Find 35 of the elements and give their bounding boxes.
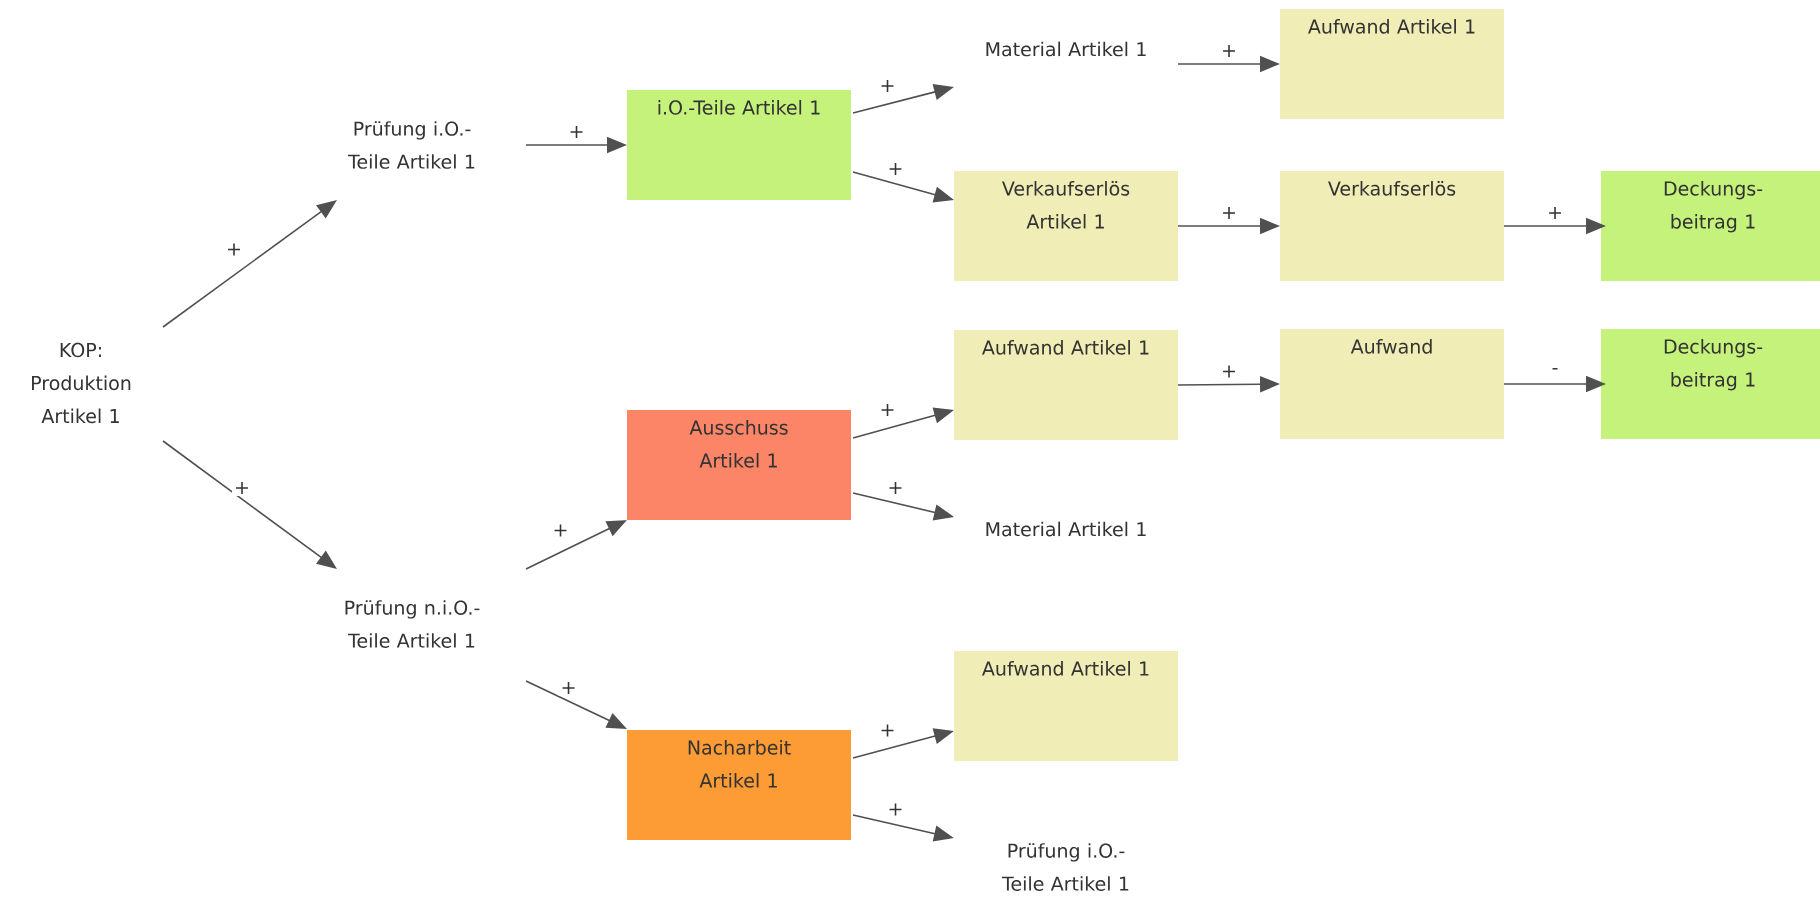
edge-label: + [566, 124, 587, 140]
arrow [162, 200, 337, 328]
process-box: i.O.-Teile Artikel 1 [627, 90, 851, 200]
process-box: Verkaufserlös [1280, 171, 1504, 281]
edge-label: + [877, 722, 898, 739]
process-box: Nacharbeit Artikel 1 [627, 730, 851, 840]
node-label: Prüfung i.O.-Teile Artikel 1 [348, 121, 475, 169]
edge-label: + [877, 78, 898, 94]
process-box: Deckungs- beitrag 1 [1601, 171, 1820, 281]
process-box: Ausschuss Artikel 1 [627, 410, 851, 520]
process-box: Aufwand Artikel 1 [1280, 9, 1504, 119]
edge-label: + [224, 241, 244, 258]
node-label: Prüfung i.O.-Teile Artikel 1 [1002, 843, 1129, 891]
edge-label: + [1545, 205, 1565, 221]
edge-label: + [232, 480, 252, 496]
edge-label: + [877, 402, 898, 418]
process-box: Verkaufserlös Artikel 1 [954, 171, 1178, 281]
arrow [162, 440, 337, 569]
process-box: Aufwand Artikel 1 [954, 651, 1178, 761]
process-box: Aufwand [1280, 329, 1504, 439]
edge-label: + [1219, 43, 1239, 59]
node-label: Material Artikel 1 [986, 41, 1146, 57]
process-box: Deckungs- beitrag 1 [1601, 329, 1820, 439]
edge-label: + [885, 161, 906, 177]
node-label: Prüfung n.i.O.-Teile Artikel 1 [345, 600, 480, 648]
edge-label: + [885, 480, 906, 496]
edge-label: + [1219, 205, 1239, 221]
edge-label: + [558, 680, 579, 696]
node-label: KOP: Produktion Artikel 1 [32, 342, 131, 424]
edge-label: + [1219, 363, 1239, 380]
edge-label: - [1549, 366, 1561, 376]
edge-label: + [550, 522, 571, 539]
process-box: Aufwand Artikel 1 [954, 330, 1178, 440]
node-label: Material Artikel 1 [986, 521, 1146, 537]
edge-label: + [885, 801, 906, 818]
